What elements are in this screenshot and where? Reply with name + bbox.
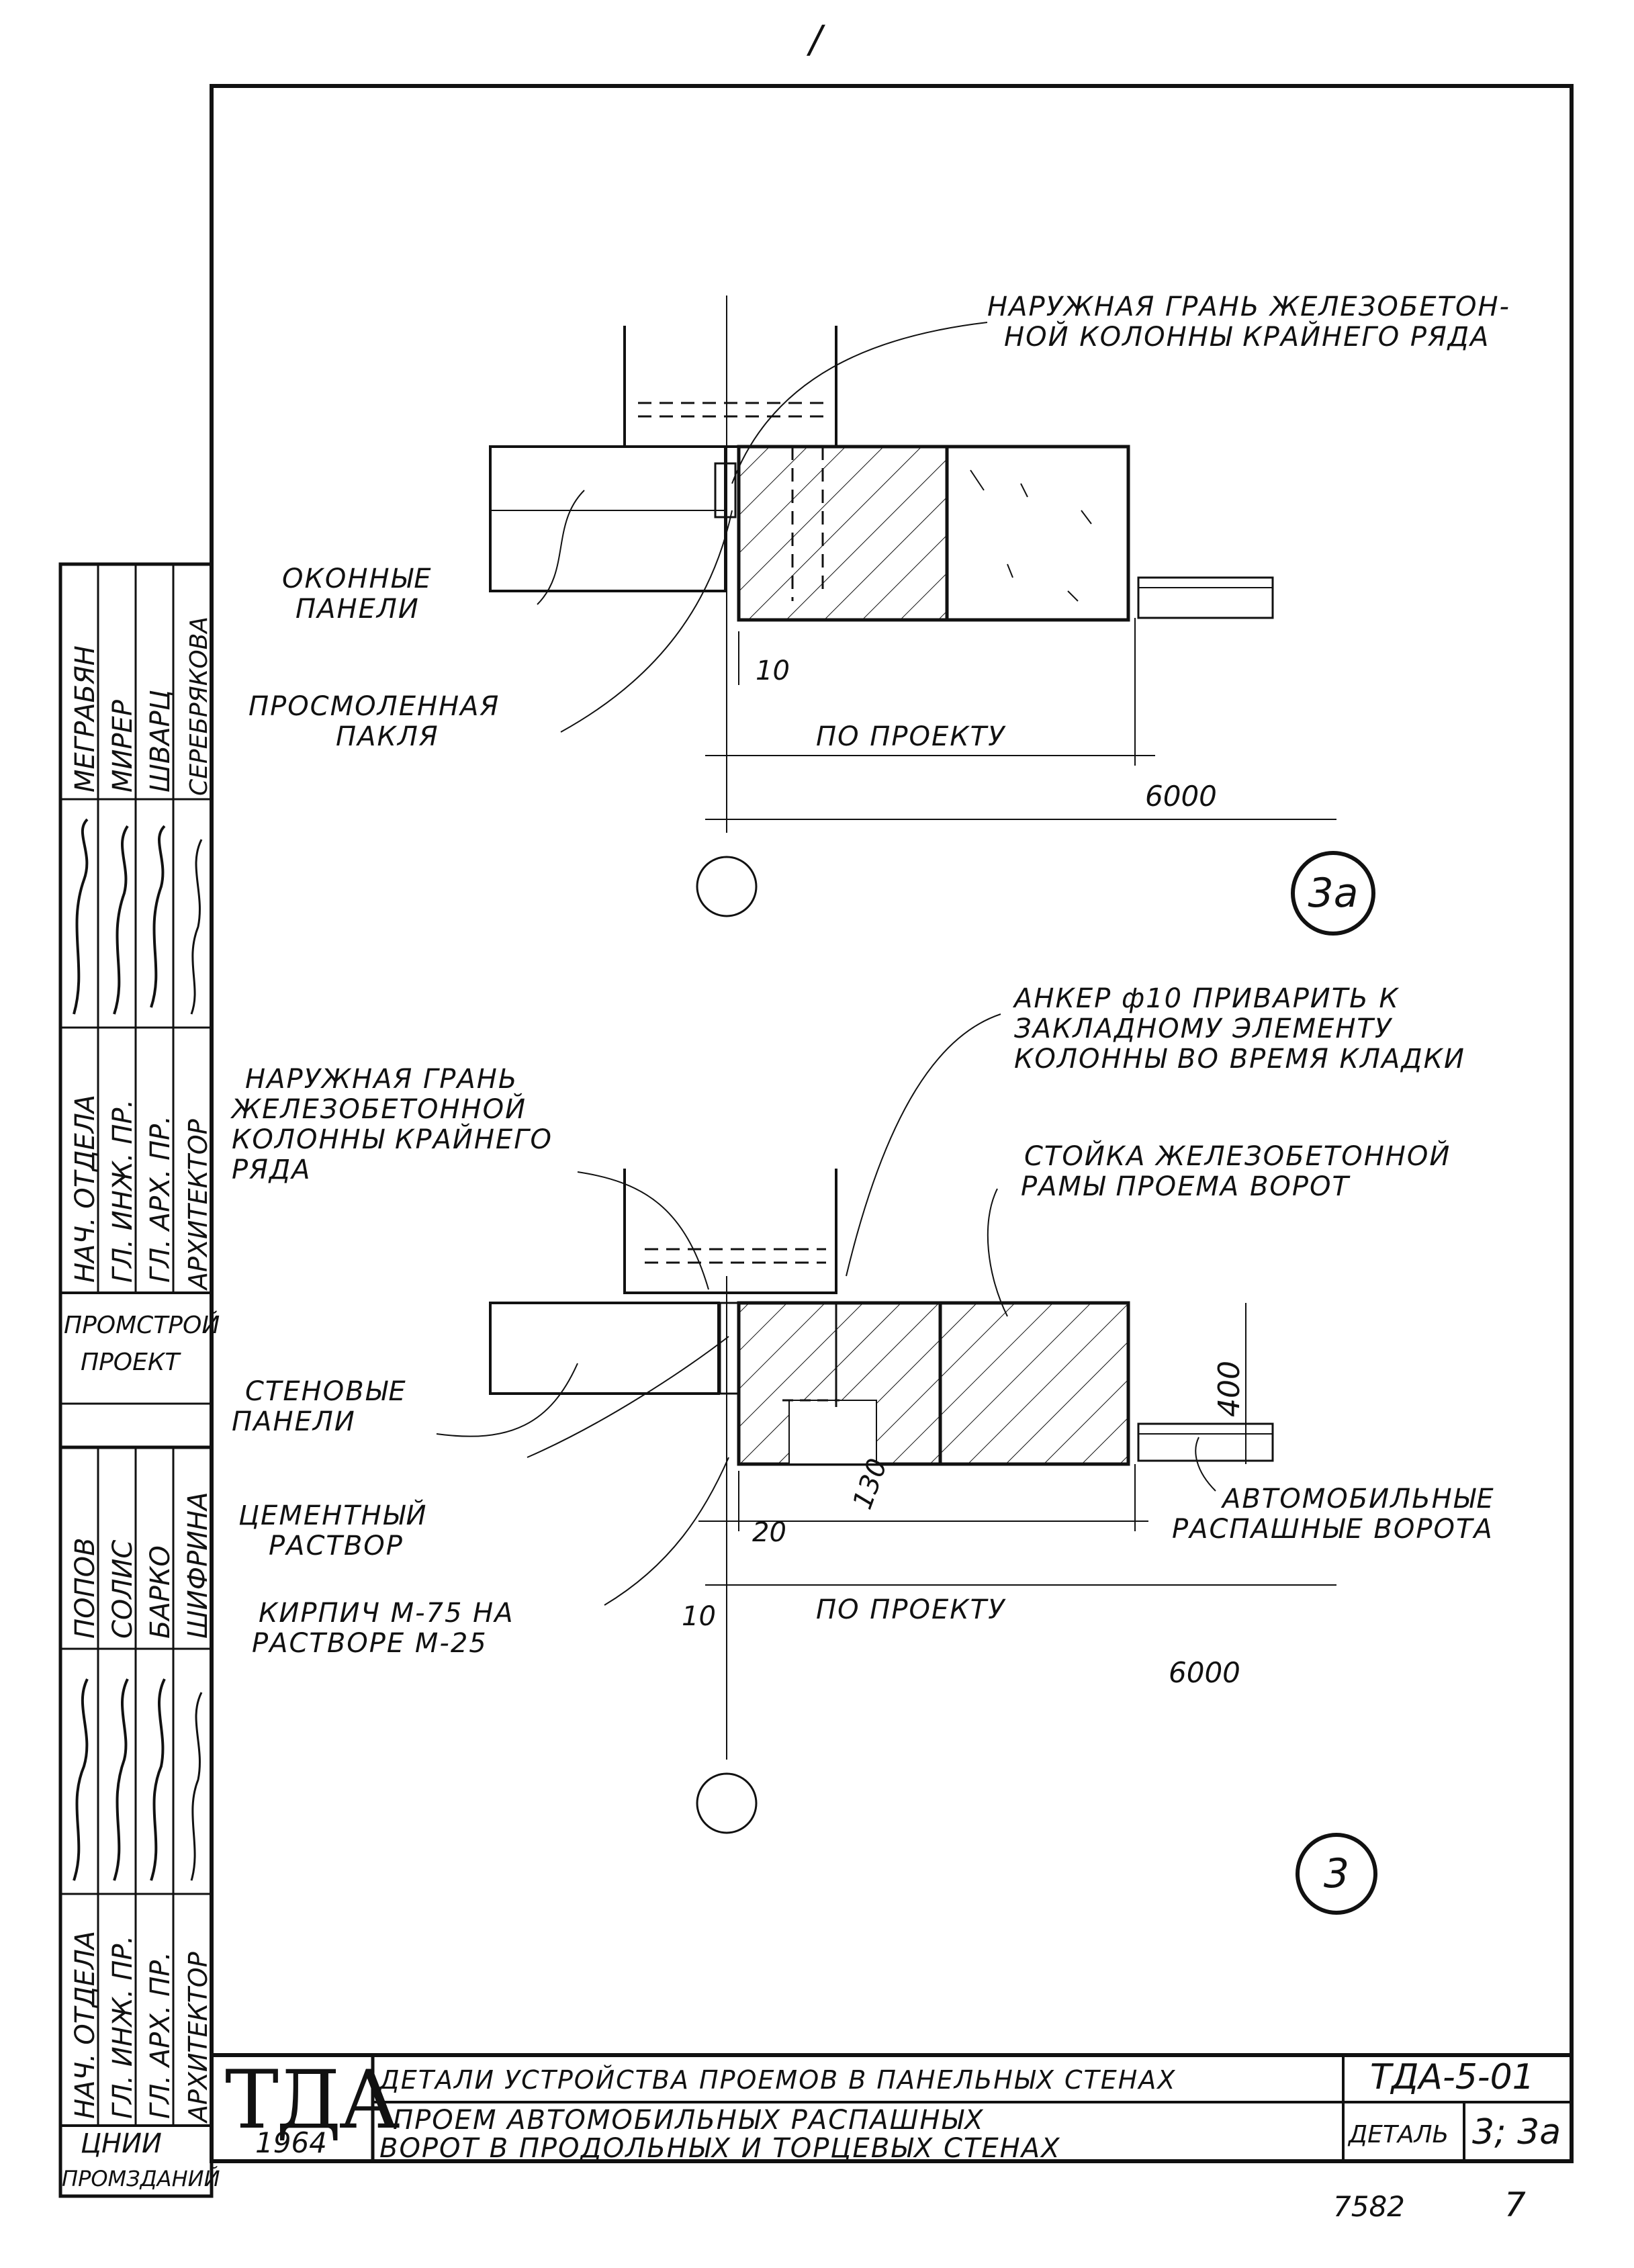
- detail-3a-callout-tow-2: ПАКЛЯ: [336, 721, 439, 752]
- detail-3a-dim-10: 10: [756, 655, 790, 686]
- sheet-number: 7: [1504, 2185, 1526, 2224]
- detail-3a-dim-6000: 6000: [1145, 780, 1217, 813]
- stamp-lower-org-1: ЦНИИ: [81, 2128, 162, 2159]
- title-block: [212, 2053, 1572, 2161]
- detail-3-callout-face-2: ЖЕЛЕЗОБЕТОННОЙ: [230, 1093, 527, 1125]
- detail-3-marker: 3: [1324, 1850, 1349, 1897]
- title-year: 1964: [255, 2126, 327, 2159]
- detail-3-callout-post-1: СТОЙКА ЖЕЛЕЗОБЕТОННОЙ: [1024, 1140, 1451, 1172]
- stamp-upper-org-2: ПРОЕКТ: [81, 1349, 181, 1376]
- archive-number: 7582: [1333, 2190, 1405, 2223]
- stamp-upper-name-3: ШВАРЦ: [145, 690, 176, 792]
- detail-3-callout-anchor-1: АНКЕР ф10 ПРИВАРИТЬ К: [1012, 983, 1400, 1014]
- detail-3-dim-6000: 6000: [1169, 1656, 1240, 1689]
- stamp-upper-name-4: СЕРЕБРЯКОВА: [185, 617, 213, 796]
- stamp-upper-role-1: НАЧ. ОТДЕЛА: [70, 1095, 101, 1283]
- detail-3-dim-400: 400: [1212, 1361, 1246, 1417]
- detail-3-callout-post-2: РАМЫ ПРОЕМА ВОРОТ: [1021, 1171, 1351, 1202]
- stamp-lower-name-3: БАРКО: [145, 1545, 176, 1639]
- stamp-lower-role-4: АРХИТЕКТОР: [183, 1952, 213, 2124]
- detail-3a-callout-face-2: НОЙ КОЛОННЫ КРАЙНЕГО РЯДА: [1004, 320, 1490, 353]
- detail-value: 3; 3а: [1472, 2112, 1561, 2152]
- sheet-title-line-2: ВОРОТ В ПРОДОЛЬНЫХ И ТОРЦЕВЫХ СТЕНАХ: [379, 2133, 1060, 2164]
- detail-3a-marker-circle: [1291, 851, 1375, 936]
- detail-3-callout-panels-1: СТЕНОВЫЕ: [245, 1376, 407, 1407]
- detail-3-callout-gates-1: АВТОМОБИЛЬНЫЕ: [1220, 1484, 1495, 1514]
- series-code: ТДА-5-01: [1370, 2057, 1535, 2097]
- detail-3-dim-10: 10: [682, 1601, 716, 1632]
- stamp-upper-org-1: ПРОМСТРОЙ: [64, 1311, 220, 1339]
- stamp-upper-role-4: АРХИТЕКТОР: [183, 1119, 213, 1291]
- series-title: ДЕТАЛИ УСТРОЙСТВА ПРОЕМОВ В ПАНЕЛЬНЫХ СТ…: [378, 2065, 1176, 2095]
- stamp-lower-name-2: СОЛИС: [107, 1540, 138, 1639]
- stamp-lower-signatures: [73, 1678, 203, 1881]
- page-mark: /: [806, 18, 825, 62]
- stamp-lower-role-2: ГЛ. ИНЖ. ПР.: [107, 1936, 138, 2119]
- detail-3a-marker: 3а: [1308, 870, 1359, 917]
- stamp-upper-name-2: МИРЕР: [107, 699, 138, 792]
- detail-3-callout-anchor-2: ЗАКЛАДНОМУ ЭЛЕМЕНТУ: [1014, 1013, 1393, 1044]
- detail-3a-callout-face-1: НАРУЖНАЯ ГРАНЬ ЖЕЛЕЗОБЕТОН-: [987, 291, 1510, 322]
- sheet-title-line-1: ПРОЕМ АВТОМОБИЛЬНЫХ РАСПАШНЫХ: [393, 2105, 985, 2136]
- detail-3a-callout-tow-1: ПРОСМОЛЕННАЯ: [248, 691, 500, 722]
- stamp-lower-role-3: ГЛ. АРХ. ПР.: [145, 1952, 176, 2119]
- detail-3a-callout-panels-1: ОКОННЫЕ: [282, 563, 433, 594]
- stamp-upper-role-3: ГЛ. АРХ. ПР.: [145, 1116, 176, 1283]
- detail-3-callout-anchor-3: КОЛОННЫ ВО ВРЕМЯ КЛАДКИ: [1014, 1044, 1465, 1075]
- detail-3a-dim-by-project: ПО ПРОЕКТУ: [816, 721, 1006, 752]
- stamp-upper-signatures: [73, 818, 203, 1015]
- stamp-lower-name-4: ШИФРИНА: [183, 1492, 214, 1639]
- detail-3-dim-20: 20: [752, 1517, 786, 1548]
- title-logo: ТДА: [225, 2054, 400, 2147]
- detail-3-callout-gates-2: РАСПАШНЫЕ ВОРОТА: [1172, 1514, 1494, 1545]
- detail-3-callout-face-3: КОЛОННЫ КРАЙНЕГО: [232, 1123, 553, 1155]
- detail-3a-callout-panels-2: ПАНЕЛИ: [296, 594, 420, 625]
- detail-3-dim-by-project: ПО ПРОЕКТУ: [816, 1594, 1006, 1625]
- detail-label: ДЕТАЛЬ: [1347, 2121, 1449, 2148]
- detail-3-callout-brick-2: РАСТВОРЕ М-25: [252, 1628, 488, 1659]
- stamp-upper-role-2: ГЛ. ИНЖ. ПР.: [107, 1099, 138, 1283]
- detail-3-marker-circle: [1296, 1833, 1377, 1915]
- detail-3-callout-panels-2: ПАНЕЛИ: [232, 1406, 356, 1437]
- side-stamp: [58, 562, 214, 2198]
- detail-3-callout-face-4: РЯДА: [232, 1154, 312, 1185]
- stamp-lower-name-1: ПОПОВ: [70, 1537, 101, 1639]
- detail-3-callout-face-1: НАРУЖНАЯ ГРАНЬ: [245, 1064, 518, 1095]
- stamp-lower-role-1: НАЧ. ОТДЕЛА: [70, 1931, 101, 2119]
- stamp-upper-name-1: МЕГРАБЯН: [70, 645, 101, 792]
- detail-3-callout-mortar-1: ЦЕМЕНТНЫЙ: [238, 1499, 427, 1531]
- detail-3-callout-mortar-2: РАСТВОР: [269, 1531, 404, 1561]
- stamp-lower-org-2: ПРОМЗДАНИЙ: [62, 2166, 220, 2191]
- detail-3-callout-brick-1: КИРПИЧ М-75 НА: [259, 1598, 514, 1629]
- detail-3-drawing: [436, 1013, 1336, 1834]
- detail-3a-drawing: [489, 296, 1336, 917]
